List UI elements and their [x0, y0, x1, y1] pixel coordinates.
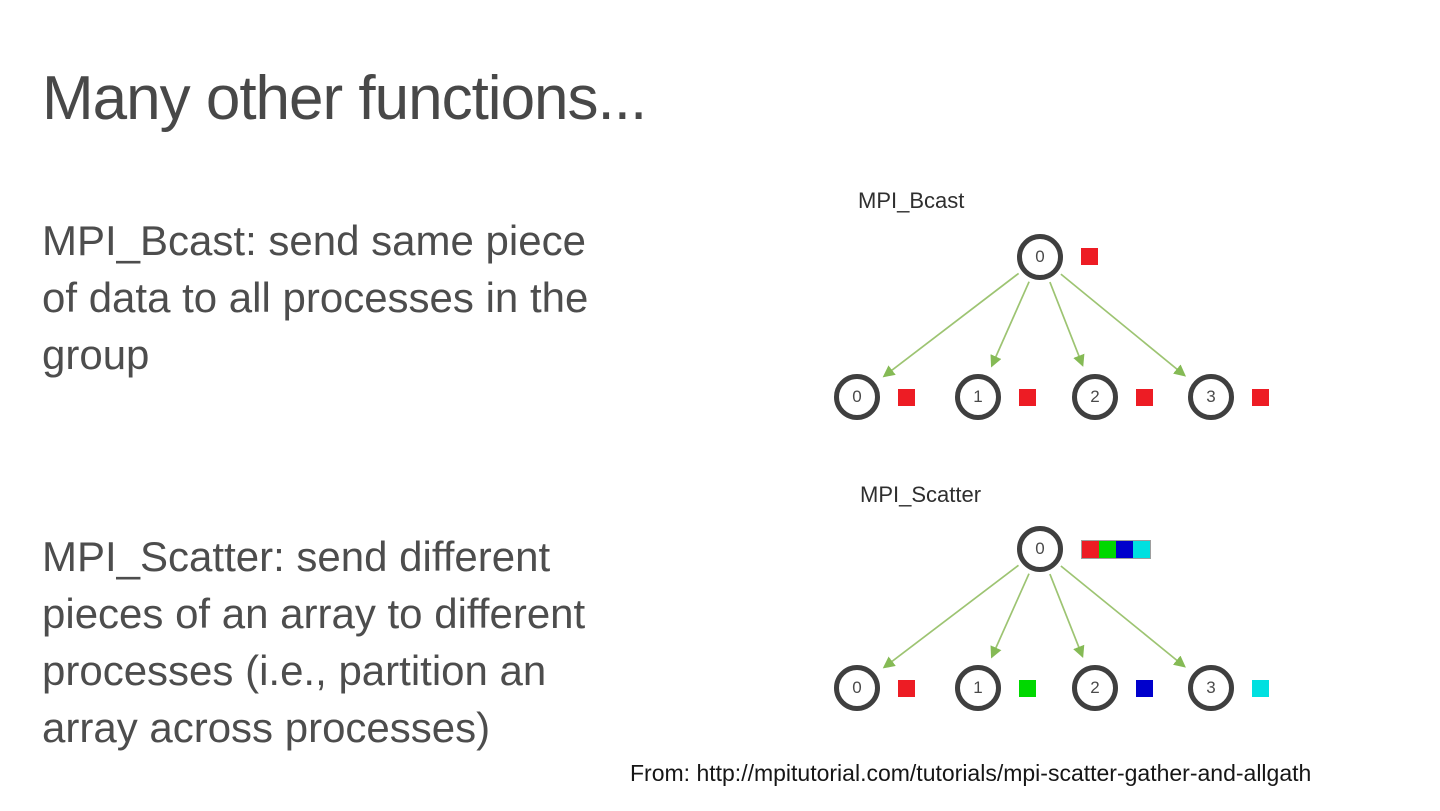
scatter-child-node-1-label: 1	[973, 678, 983, 697]
scatter-root-data-block-3	[1133, 541, 1150, 558]
scatter-root-node-label: 0	[1035, 539, 1045, 558]
bcast-root-node: 0	[1017, 234, 1063, 280]
scatter-root-data-block-2	[1116, 541, 1133, 558]
bcast-child-data-block-1	[1019, 389, 1036, 406]
bcast-child-data-block-2	[1136, 389, 1153, 406]
scatter-child-node-3: 3	[1188, 665, 1234, 711]
source-attribution: From: http://mpitutorial.com/tutorials/m…	[630, 760, 1312, 786]
bcast-root-node-label: 0	[1035, 247, 1045, 266]
bcast-child-node-1-label: 1	[973, 387, 983, 406]
bcast-child-node-0-label: 0	[852, 387, 862, 406]
slide-title: Many other functions...	[42, 64, 647, 133]
scatter-child-data-block-0	[898, 680, 915, 697]
bcast-diagram-label: MPI_Bcast	[858, 188, 965, 213]
bullet-mpi-scatter: MPI_Scatter: send different pieces of an…	[42, 533, 586, 751]
scatter-child-node-3-label: 3	[1206, 678, 1216, 697]
scatter-root-data-block-0	[1082, 541, 1099, 558]
bcast-child-node-3: 3	[1188, 374, 1234, 420]
bcast-child-node-2-label: 2	[1090, 387, 1100, 406]
scatter-child-node-0: 0	[834, 665, 880, 711]
bcast-child-node-1: 1	[955, 374, 1001, 420]
scatter-child-data-block-2	[1136, 680, 1153, 697]
scatter-root-data-strip	[1081, 540, 1151, 559]
bcast-child-node-0: 0	[834, 374, 880, 420]
scatter-child-node-2: 2	[1072, 665, 1118, 711]
scatter-root-data-block-1	[1099, 541, 1116, 558]
scatter-child-data-block-3	[1252, 680, 1269, 697]
bcast-root-data-block	[1081, 248, 1098, 265]
bcast-child-data-block-3	[1252, 389, 1269, 406]
scatter-child-data-block-1	[1019, 680, 1036, 697]
bcast-child-node-2: 2	[1072, 374, 1118, 420]
scatter-diagram-label: MPI_Scatter	[860, 482, 982, 507]
bcast-child-data-block-0	[898, 389, 915, 406]
scatter-child-node-2-label: 2	[1090, 678, 1100, 697]
scatter-child-node-0-label: 0	[852, 678, 862, 697]
bcast-child-node-3-label: 3	[1206, 387, 1216, 406]
bullet-mpi-bcast: MPI_Bcast: send same piece of data to al…	[42, 217, 589, 378]
scatter-root-node: 0	[1017, 526, 1063, 572]
scatter-child-node-1: 1	[955, 665, 1001, 711]
